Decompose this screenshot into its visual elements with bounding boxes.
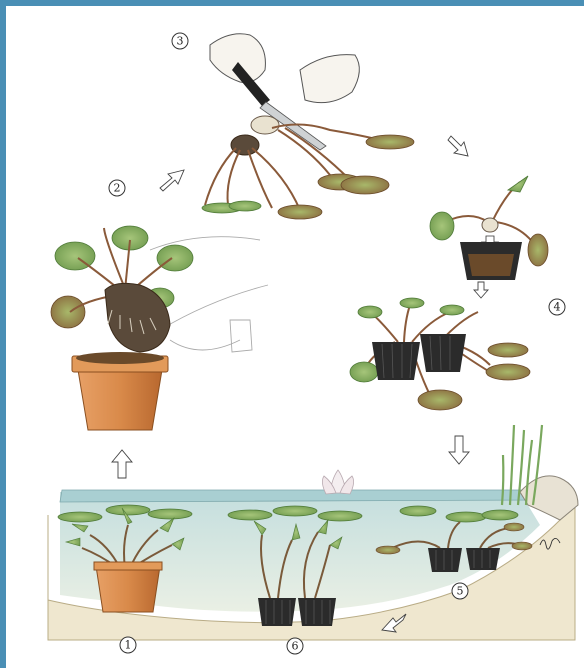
step-badge-4: 4: [549, 299, 565, 315]
arrow-4-to-5-icon: [449, 436, 469, 464]
arrow-1-to-2-icon: [112, 450, 132, 478]
step-2-lifting-plant: [51, 226, 268, 430]
water-lily-flower: [322, 470, 353, 494]
step-label-2: 2: [114, 182, 121, 195]
step-badge-5: 5: [452, 583, 468, 599]
arrow-2-to-3-icon: [160, 170, 184, 191]
step-label-1: 1: [125, 639, 132, 652]
step-3-cutting-rhizome: [202, 34, 414, 219]
step-label-3: 3: [177, 35, 184, 48]
step-badge-1: 1: [120, 637, 136, 653]
step-badge-3: 3: [172, 33, 188, 49]
step-badge-6: 6: [287, 638, 303, 654]
step-badge-2: 2: [109, 180, 125, 196]
step-label-5: 5: [457, 585, 464, 598]
step-label-4: 4: [554, 301, 561, 314]
step-4-repotting: [350, 176, 548, 410]
arrow-3-to-4-icon: [448, 136, 468, 156]
step-label-6: 6: [292, 640, 299, 653]
water-surface: [60, 490, 530, 502]
arrow-to-4-small-icon: [474, 282, 488, 298]
